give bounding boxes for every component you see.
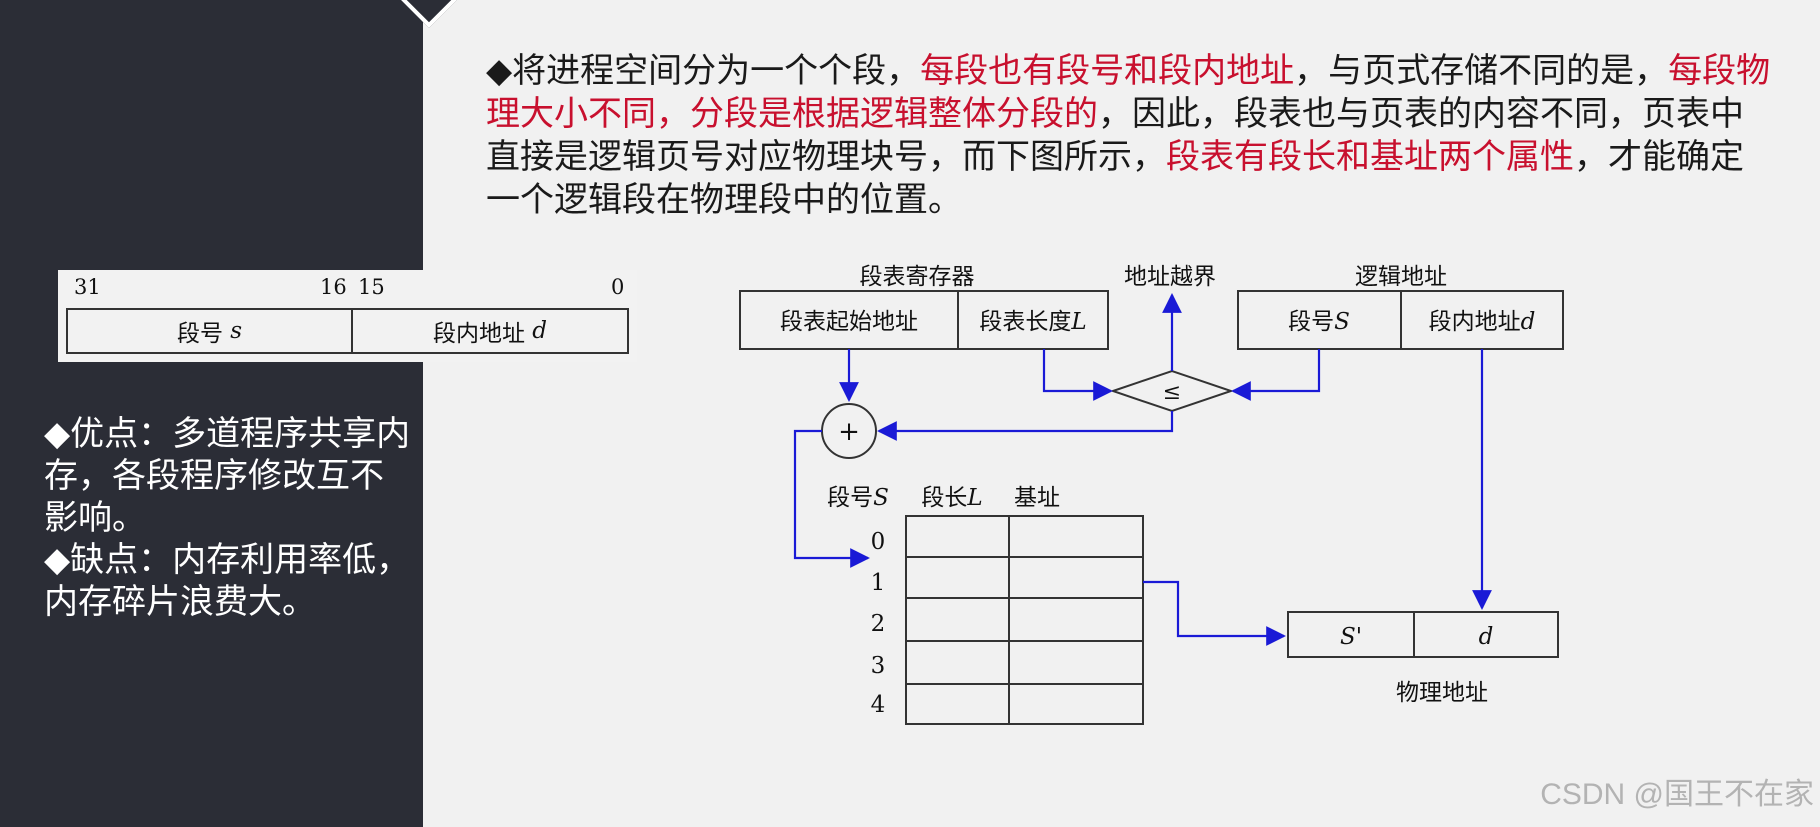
bit-label-16: 16 — [320, 275, 347, 299]
logical-address-box: 段号S 段内地址d — [1237, 290, 1564, 350]
row-index: 4 — [871, 692, 886, 718]
emphasis-text: 段表有段长和基址两个属性 — [1166, 137, 1574, 177]
segment-offset-field: 段内地址 d — [351, 310, 627, 352]
bit-label-0: 0 — [611, 275, 625, 299]
physical-s-text: S' — [1340, 624, 1362, 650]
bullet: ◆ — [486, 51, 513, 91]
segment-table-register: 段表起始地址 段表长度L — [739, 290, 1109, 350]
table-col-base: 基址 — [1014, 485, 1060, 511]
arrow-adder-to-table — [793, 429, 870, 568]
row-index: 0 — [871, 529, 886, 555]
table-col-seg: 段号S — [827, 485, 889, 511]
row-index: 1 — [871, 570, 886, 596]
comparator: ≤ — [1109, 369, 1235, 413]
physical-d-cell — [1413, 611, 1559, 658]
address-overflow-label: 地址越界 — [1124, 264, 1216, 290]
row-index: 2 — [871, 611, 886, 637]
main-paragraph: ◆将进程空间分为一个个段，每段也有段号和段内地址，与页式存储不同的是，每段物理大… — [486, 51, 1771, 220]
comparator-diamond — [1109, 369, 1235, 413]
compare-symbol: ≤ — [1163, 380, 1181, 405]
arrow-comparator-to-adder — [877, 411, 1174, 441]
emphasis-text: 每段物理大小不同，分段是根据逻辑整体分段的 — [486, 51, 1771, 134]
table-frame — [905, 515, 1144, 725]
adder: + — [821, 403, 877, 459]
watermark: CSDN @国王不在家 — [1540, 778, 1814, 811]
logical-address-label: 逻辑地址 — [1355, 264, 1447, 290]
emphasis-text: 每段也有段号和段内地址 — [920, 51, 1295, 91]
cons-text: ◆缺点：内存利用率低，内存碎片浪费大。 — [44, 540, 411, 622]
segment-table: 段号S 段长L 基址 0 1 2 3 4 — [827, 485, 1144, 725]
physical-address-box: S' d 物理地址 — [1287, 611, 1559, 706]
row-index: 3 — [871, 653, 886, 679]
arrow-seg-to-comparator — [1231, 349, 1321, 401]
format-row: 段号 s 段内地址 d — [66, 308, 629, 354]
physical-address-label: 物理地址 — [1396, 680, 1488, 706]
table-col-length: 段长L — [921, 485, 982, 511]
segment-address-format: 31 16 15 0 段号 s 段内地址 d — [58, 270, 637, 362]
logical-seg-text: 段号S — [1288, 309, 1350, 335]
register-length-cell — [957, 290, 1109, 350]
register-label: 段表寄存器 — [860, 264, 975, 290]
pros-cons-text: ◆优点：多道程序共享内存，各段程序修改互不影响。 ◆缺点：内存利用率低，内存碎片… — [44, 413, 414, 623]
bit-label-15: 15 — [358, 275, 385, 299]
left-dark-panel — [0, 0, 423, 827]
bit-label-31: 31 — [74, 275, 101, 299]
arrow-table-to-physical — [1143, 580, 1286, 646]
register-length-text: 段表长度L — [979, 309, 1086, 335]
arrow-length-to-comparator — [1042, 349, 1113, 401]
add-symbol: + — [838, 417, 860, 447]
physical-d-text: d — [1479, 624, 1494, 650]
register-start-text: 段表起始地址 — [780, 309, 918, 335]
logical-offset-text: 段内地址d — [1429, 309, 1536, 335]
pros-text: ◆优点：多道程序共享内存，各段程序修改互不影响。 — [44, 414, 411, 538]
segment-number-field: 段号 s — [176, 318, 243, 347]
